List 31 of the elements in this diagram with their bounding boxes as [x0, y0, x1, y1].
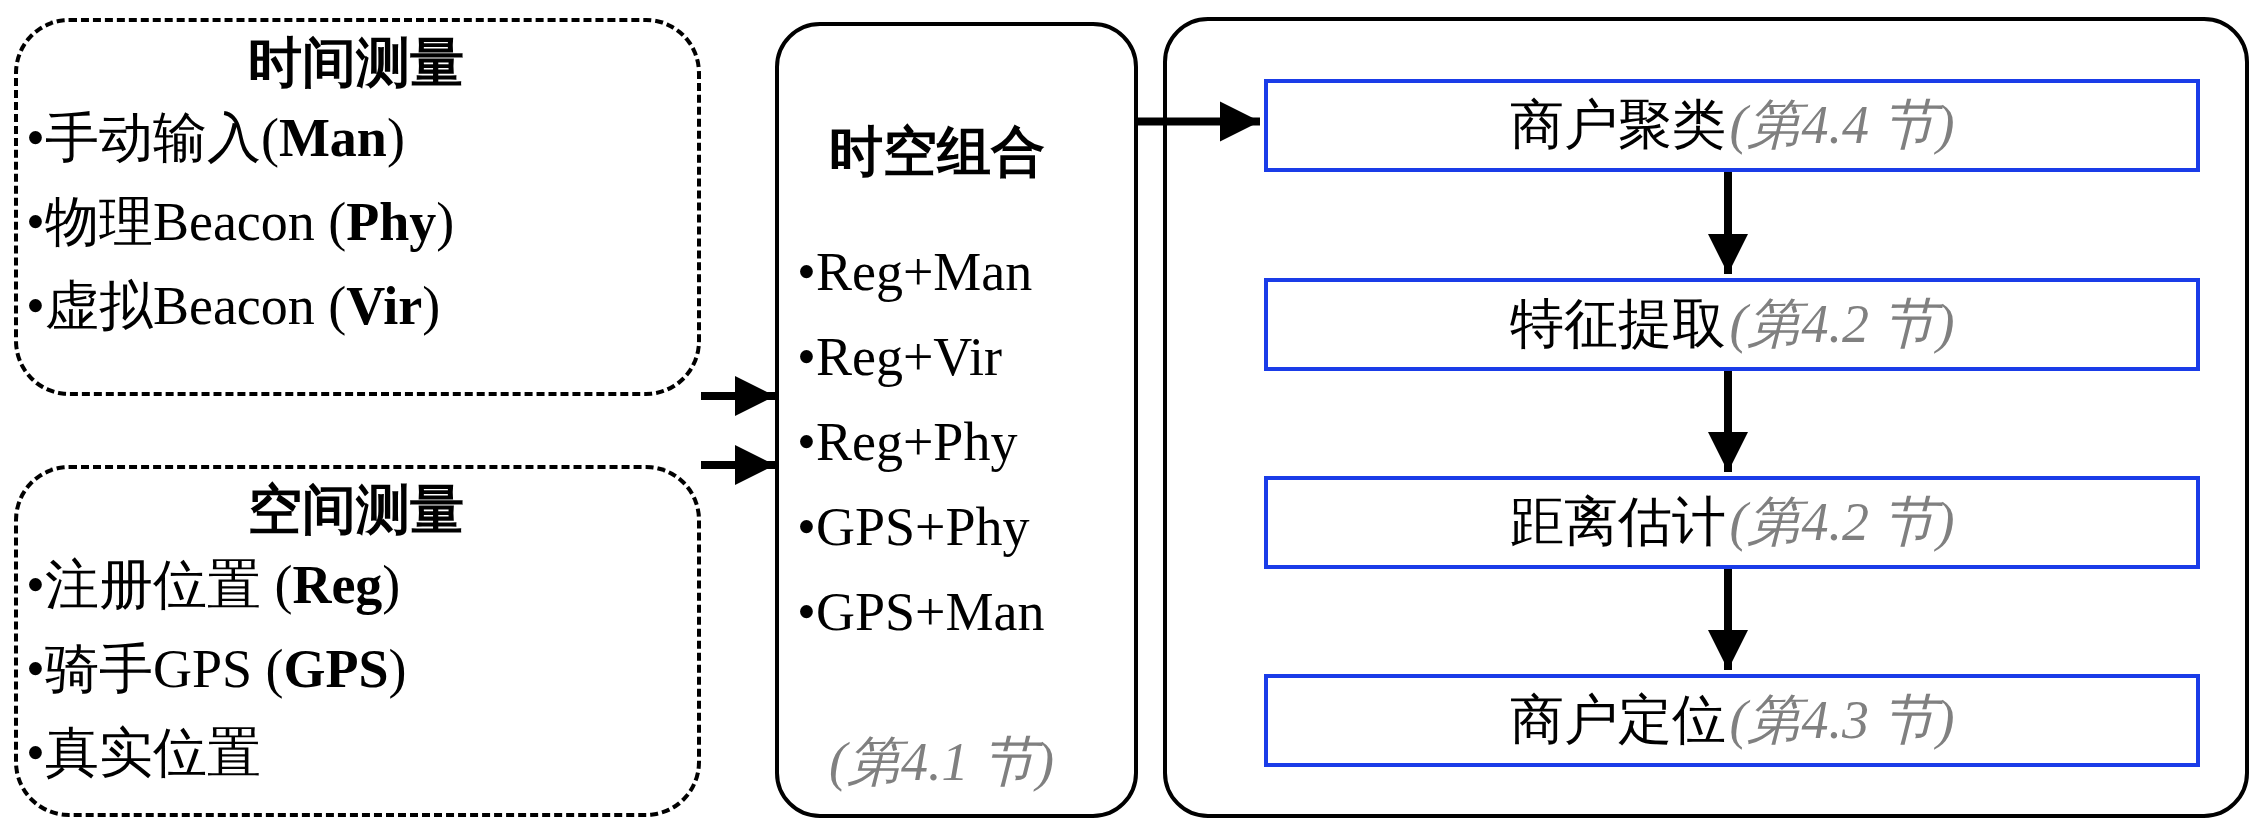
- measurement-box: [14, 465, 701, 817]
- step-label: 特征提取: [1509, 293, 1726, 356]
- list-item: •注册位置 (Reg): [26, 554, 401, 617]
- step-box: [1264, 79, 2200, 172]
- section-note: (第4.3 节): [1729, 689, 1955, 752]
- list-item: •GPS+Phy: [797, 496, 1030, 558]
- list-item: •虚拟Beacon (Vir): [26, 275, 441, 338]
- measurement-box: [14, 18, 701, 396]
- section-note: (第4.4 节): [1729, 94, 1955, 157]
- pipeline-panel: [1163, 17, 2249, 818]
- section-note: (第4.2 节): [1729, 293, 1955, 356]
- list-item: •真实位置: [26, 722, 261, 785]
- box-heading: 时间测量: [247, 32, 465, 95]
- list-item: •Reg+Phy: [797, 411, 1018, 473]
- section-note: (第4.1 节): [829, 731, 1054, 794]
- list-item: •骑手GPS (GPS): [26, 638, 407, 701]
- step-label: 商户聚类: [1509, 94, 1726, 157]
- list-item: •GPS+Man: [797, 581, 1045, 643]
- list-item: •物理Beacon (Phy): [26, 191, 455, 254]
- section-note: (第4.2 节): [1729, 491, 1955, 554]
- step-label: 距离估计: [1509, 491, 1726, 554]
- list-item: •Reg+Vir: [797, 326, 1003, 388]
- step-box: [1264, 674, 2200, 767]
- combination-box: [775, 22, 1138, 818]
- step-label: 商户定位: [1509, 689, 1726, 752]
- step-box: [1264, 278, 2200, 371]
- box-heading: 时空组合: [829, 121, 1045, 184]
- box-heading: 空间测量: [247, 479, 465, 542]
- step-box: [1264, 476, 2200, 569]
- list-item: •Reg+Man: [797, 241, 1033, 303]
- list-item: •手动输入(Man): [26, 107, 405, 170]
